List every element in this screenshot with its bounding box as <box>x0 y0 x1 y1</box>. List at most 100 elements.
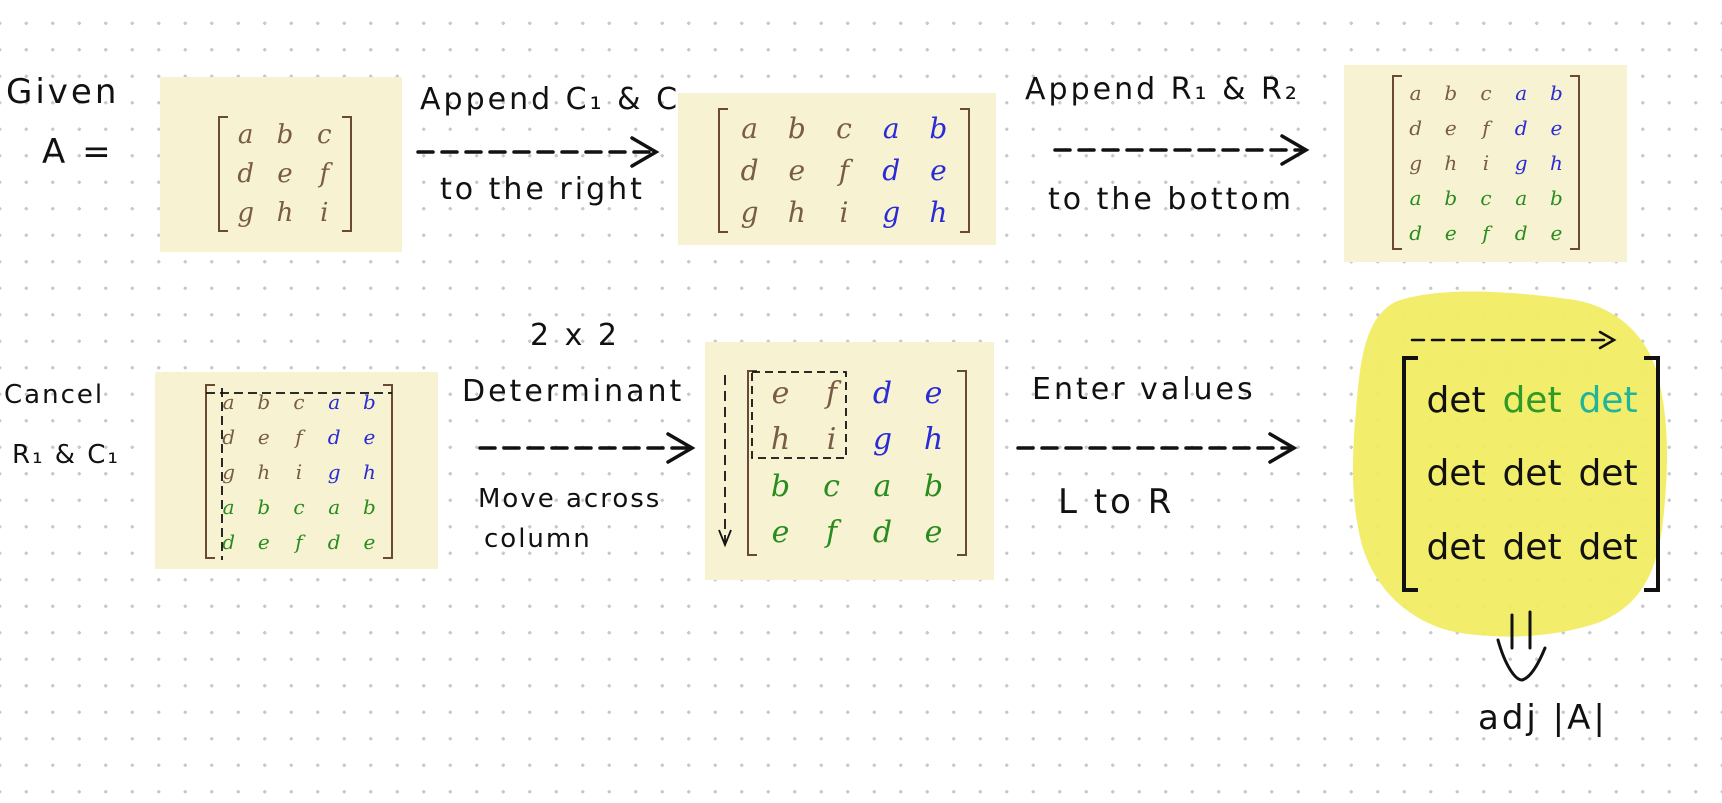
matrix-entry: f <box>1482 115 1490 140</box>
matrix-entry: b <box>923 468 944 504</box>
matrix-entry: d <box>1409 115 1422 140</box>
given-label: Given <box>6 72 120 112</box>
matrix-entry: a <box>222 494 235 519</box>
matrix-entry: f <box>319 158 330 189</box>
matrix-entry: f <box>295 529 303 554</box>
matrix-entry: e <box>924 375 943 411</box>
matrix-entry: a <box>328 494 341 519</box>
result-entry: det <box>1426 380 1486 422</box>
matrix-entry: e <box>1550 115 1563 140</box>
matrix-entry: b <box>929 112 948 146</box>
matrix-entry: d <box>1409 220 1422 245</box>
step1-top-label: Append C₁ & C₂ <box>420 82 696 117</box>
matrix-entry: h <box>923 422 944 458</box>
matrix-entry: b <box>362 389 376 414</box>
matrix-entry: h <box>1444 150 1458 175</box>
cancel-label-line2: R₁ & C₁ <box>12 440 120 470</box>
matrix-entry: a <box>1409 80 1422 105</box>
left-bracket <box>1392 75 1402 250</box>
matrix-entry: e <box>924 515 943 551</box>
matrix-entry: i <box>320 197 329 228</box>
result-entry: det <box>1502 453 1562 495</box>
matrix-entry: h <box>1549 150 1563 175</box>
result-entry: det <box>1578 380 1638 422</box>
matrix-entry: d <box>872 375 893 411</box>
matrix-entry: h <box>257 459 271 484</box>
matrix-entry: i <box>839 195 849 229</box>
matrix-entry: e <box>277 158 293 189</box>
matrix-entry: e <box>771 515 790 551</box>
matrix-entry: b <box>1444 80 1458 105</box>
matrix-entry: d <box>740 153 759 187</box>
step3-bottom-label-1: Move across <box>478 484 662 514</box>
matrix-entry: a <box>1515 80 1528 105</box>
a-equals-label: A = <box>42 132 114 172</box>
step4-bottom-label: L to R <box>1058 482 1175 522</box>
matrix-entry: h <box>276 197 294 228</box>
matrix-entry: e <box>257 424 270 449</box>
result-entry: det <box>1502 380 1562 422</box>
left-bracket <box>205 384 215 559</box>
left-bracket <box>1402 356 1418 592</box>
matrix-entry: e <box>363 424 376 449</box>
matrix-entry: f <box>838 153 850 187</box>
matrix-entry: d <box>222 424 235 449</box>
left-bracket <box>747 370 757 556</box>
matrix-entry: c <box>293 494 305 519</box>
matrix-entry: c <box>836 112 852 146</box>
result-entry: det <box>1578 526 1638 568</box>
matrix-entry: a <box>873 468 892 504</box>
matrix-entry: g <box>1514 150 1528 175</box>
matrix-entry: g <box>327 459 341 484</box>
matrix-entry: g <box>1409 150 1422 175</box>
matrix-entry: b <box>1549 80 1563 105</box>
matrix-entry: h <box>929 195 948 229</box>
matrix-entry: e <box>1444 220 1457 245</box>
matrix-entry: a <box>328 389 341 414</box>
matrix-entry: a <box>1515 185 1528 210</box>
result-entry: det <box>1426 453 1486 495</box>
matrix-entry: g <box>882 195 901 229</box>
result-entry: det <box>1578 453 1638 495</box>
result-entry: det <box>1426 526 1486 568</box>
result-entry: det <box>1502 526 1562 568</box>
matrix-entry: a <box>237 120 254 151</box>
matrix-entry: b <box>770 468 791 504</box>
matrix-entry: i <box>295 459 303 484</box>
right-bracket <box>1644 356 1660 592</box>
matrix-entry: h <box>787 195 806 229</box>
step4-top-label: Enter values <box>1032 372 1256 407</box>
right-bracket <box>960 108 970 233</box>
matrix-entry: b <box>276 120 294 151</box>
left-bracket <box>718 108 728 233</box>
matrix-entry: d <box>327 529 341 554</box>
right-bracket <box>957 370 967 556</box>
matrix-entry: e <box>788 153 806 187</box>
step2-bottom-label: to the bottom <box>1048 182 1294 217</box>
matrix-entry: d <box>882 153 901 187</box>
matrix-entry: h <box>362 459 376 484</box>
matrix-entry: d <box>327 424 341 449</box>
matrix-entry: d <box>237 158 254 189</box>
matrix-entry: e <box>930 153 947 187</box>
matrix-entry: c <box>1480 185 1492 210</box>
matrix-entry: c <box>293 389 305 414</box>
step1-bottom-label: to the right <box>440 172 645 207</box>
left-bracket <box>218 116 228 232</box>
matrix-entry: b <box>787 112 806 146</box>
right-bracket <box>383 384 393 559</box>
matrix-entry: g <box>222 459 235 484</box>
matrix-entry: d <box>1514 115 1528 140</box>
step3-top-label-1: 2 x 2 <box>530 318 620 353</box>
matrix-entry: e <box>1550 220 1563 245</box>
step3-bottom-label-2: column <box>484 524 592 554</box>
